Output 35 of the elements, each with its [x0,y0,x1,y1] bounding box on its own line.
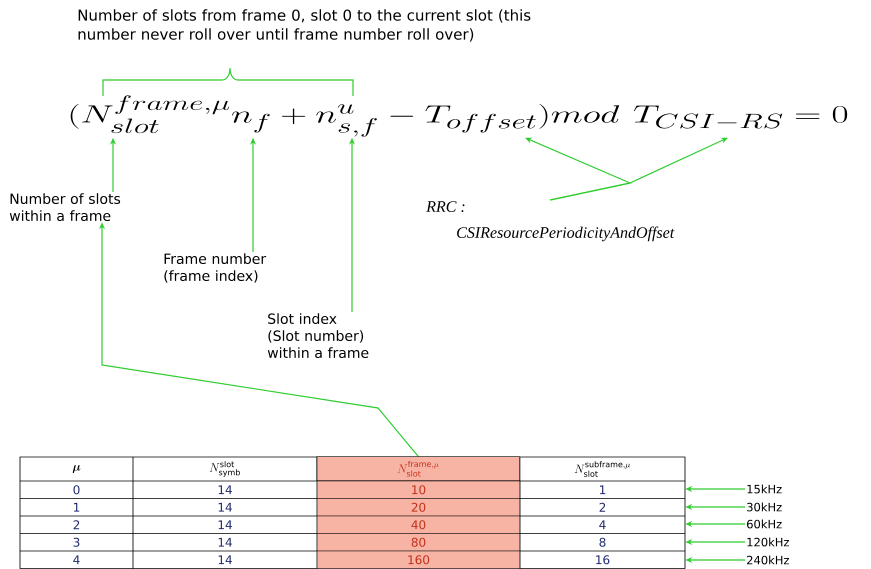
annotation-text: Number of slots within a frame [10,193,120,222]
table-cell: 8 [520,533,686,552]
table-header-cell: $N^{\mathrm{frame},\mu}_{\mathrm{slot}}$ [316,456,520,481]
table-cell: 14 [132,498,318,516]
table-header-cell: $N^{\mathrm{subframe},\mu}_{\mathrm{slot}}$ [520,456,686,482]
table-cell: 80 [316,533,520,552]
frequency-label: 15kHz [747,484,782,494]
table-cell: 14 [132,516,318,534]
annotation-text: Slot index (Slot number) within a frame [268,313,368,358]
table-cell: 4 [20,550,134,569]
table-cell: 14 [132,480,318,499]
table-cell: 0 [20,480,134,499]
frequency-label: 120kHz [747,538,789,546]
table-cell: 16 [520,550,686,569]
table-header-cell: $\boldsymbol{\mu}$ [20,456,134,482]
table-cell: 3 [20,533,134,552]
frequency-label: 30kHz [747,502,782,512]
frequency-label: 60kHz [747,520,782,528]
annotation-text: Number of slots from frame 0, slot 0 to the current slot (this number never roll over until frame number roll over) [78,9,530,42]
table-cell: 20 [316,498,520,516]
formula: $(N_{slot}^{frame,\mu} n_f + n_{s,f}^{u} - T_{offset}) mod\ T_{CSI-RS} = 0$ [70,95,848,137]
table-cell: 10 [316,480,520,499]
table-header-cell: $N^{\mathrm{slot}}_{\mathrm{symb}}$ [132,456,318,482]
table-cell: 40 [316,516,520,534]
table-cell: 2 [20,516,134,534]
table-cell: 1 [20,498,134,516]
table-cell: 14 [132,550,318,569]
annotation-text: Frame number (frame index) [164,253,266,283]
table-cell: 14 [132,533,318,552]
frequency-label: 240kHz [747,556,789,564]
table-cell: 1 [520,480,686,499]
table-cell: 160 [316,550,520,569]
table-cell: 4 [520,516,686,534]
annotation-text: RRC : CSIResourcePeriodicityAndOffset [426,201,675,242]
table-cell: 2 [520,498,686,516]
